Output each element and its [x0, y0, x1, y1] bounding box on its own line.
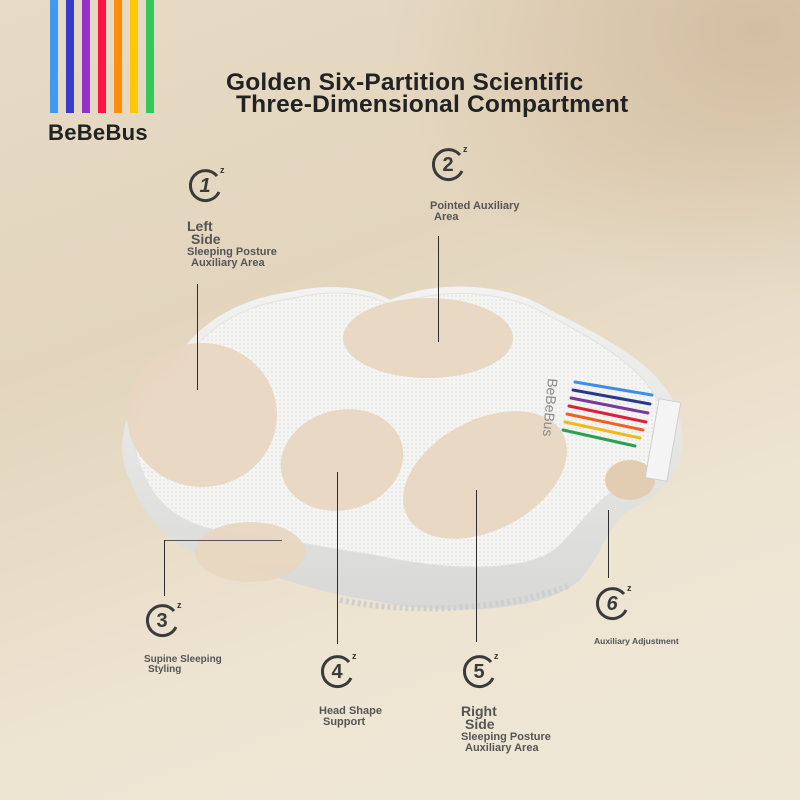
callout-4-label: Head Shape Support: [319, 705, 382, 728]
leader-line-4: [337, 472, 338, 644]
callout-3: 3 z Supine Sleeping Styling: [144, 600, 222, 675]
logo-bar: [98, 0, 106, 113]
logo-bar: [50, 0, 58, 113]
svg-text:BeBeBus: BeBeBus: [540, 378, 561, 438]
leader-line-2: [438, 236, 439, 342]
badge-number: 2: [442, 154, 454, 176]
badge-z: z: [177, 600, 182, 610]
badge-z: z: [494, 651, 499, 661]
page-title: Golden Six-Partition Scientific Three-Di…: [226, 69, 629, 118]
zone-supine: [195, 522, 305, 582]
sleep-circle-icon: [463, 655, 495, 689]
leader-line-6: [608, 510, 609, 578]
badge-1: 1 z: [187, 165, 227, 208]
zone-pointed: [343, 298, 513, 378]
sleep-circle-icon: [146, 604, 178, 638]
badge-4: 4 z: [319, 651, 359, 694]
callout-5: 5 z Right Side Sleeping Posture Auxiliar…: [461, 651, 551, 754]
logo-bar: [114, 0, 122, 113]
logo-rainbow-bars: [50, 0, 154, 113]
callout-2: 2 z Pointed Auxiliary Area: [430, 144, 520, 223]
badge-number: 4: [331, 661, 343, 683]
logo-bar: [66, 0, 74, 113]
badge-z: z: [352, 651, 357, 661]
zone-right-side: [403, 411, 567, 539]
badge-z: z: [463, 144, 468, 154]
badge-z: z: [627, 583, 632, 593]
callout-6-label: Auxiliary Adjustment: [594, 636, 679, 646]
callout-5-label: Right Side Sleeping Posture Auxiliary Ar…: [461, 703, 551, 754]
sleep-circle-icon: [432, 148, 464, 182]
zone-adjustment: [605, 460, 655, 500]
logo-bar: [130, 0, 138, 113]
brand-logo: BeBeBus: [48, 0, 154, 150]
badge-2: 2 z: [430, 144, 470, 187]
badge-number: 5: [473, 661, 485, 683]
zone-left-side: [127, 343, 277, 487]
sleep-circle-icon: [596, 587, 628, 621]
badge-number: 3: [156, 610, 168, 632]
leader-line-3-h: [164, 540, 282, 541]
badge-5: 5 z: [461, 651, 501, 694]
zone-head-shape: [280, 409, 404, 511]
badge-number: 1: [199, 175, 211, 197]
pillow-illustration: BeBeBus: [122, 286, 683, 612]
logo-bar: [82, 0, 90, 113]
callout-2-label: Pointed Auxiliary Area: [430, 200, 520, 223]
callout-1-label: Left Side Sleeping Posture Auxiliary Are…: [187, 218, 277, 269]
leader-line-5: [476, 490, 477, 642]
logo-bar: [146, 0, 154, 113]
badge-number: 6: [606, 593, 618, 615]
badge-3: 3 z: [144, 600, 184, 643]
leader-line-3-v: [164, 540, 165, 596]
leader-line-1: [197, 284, 198, 390]
sleep-circle-icon: [189, 169, 221, 203]
callout-3-label: Supine Sleeping Styling: [144, 654, 222, 675]
title-line-1: Golden Six-Partition Scientific: [226, 69, 584, 96]
badge-z: z: [220, 165, 225, 175]
title-line-2: Three-Dimensional Compartment: [236, 91, 629, 118]
sleep-circle-icon: [321, 655, 353, 689]
badge-6: 6 z: [594, 583, 634, 626]
callout-6: 6 z Auxiliary Adjustment: [594, 583, 679, 647]
callout-4: 4 z Head Shape Support: [319, 651, 382, 728]
brand-name: BeBeBus: [48, 120, 148, 145]
callout-1: 1 z Left Side Sleeping Posture Auxiliary…: [187, 165, 277, 269]
